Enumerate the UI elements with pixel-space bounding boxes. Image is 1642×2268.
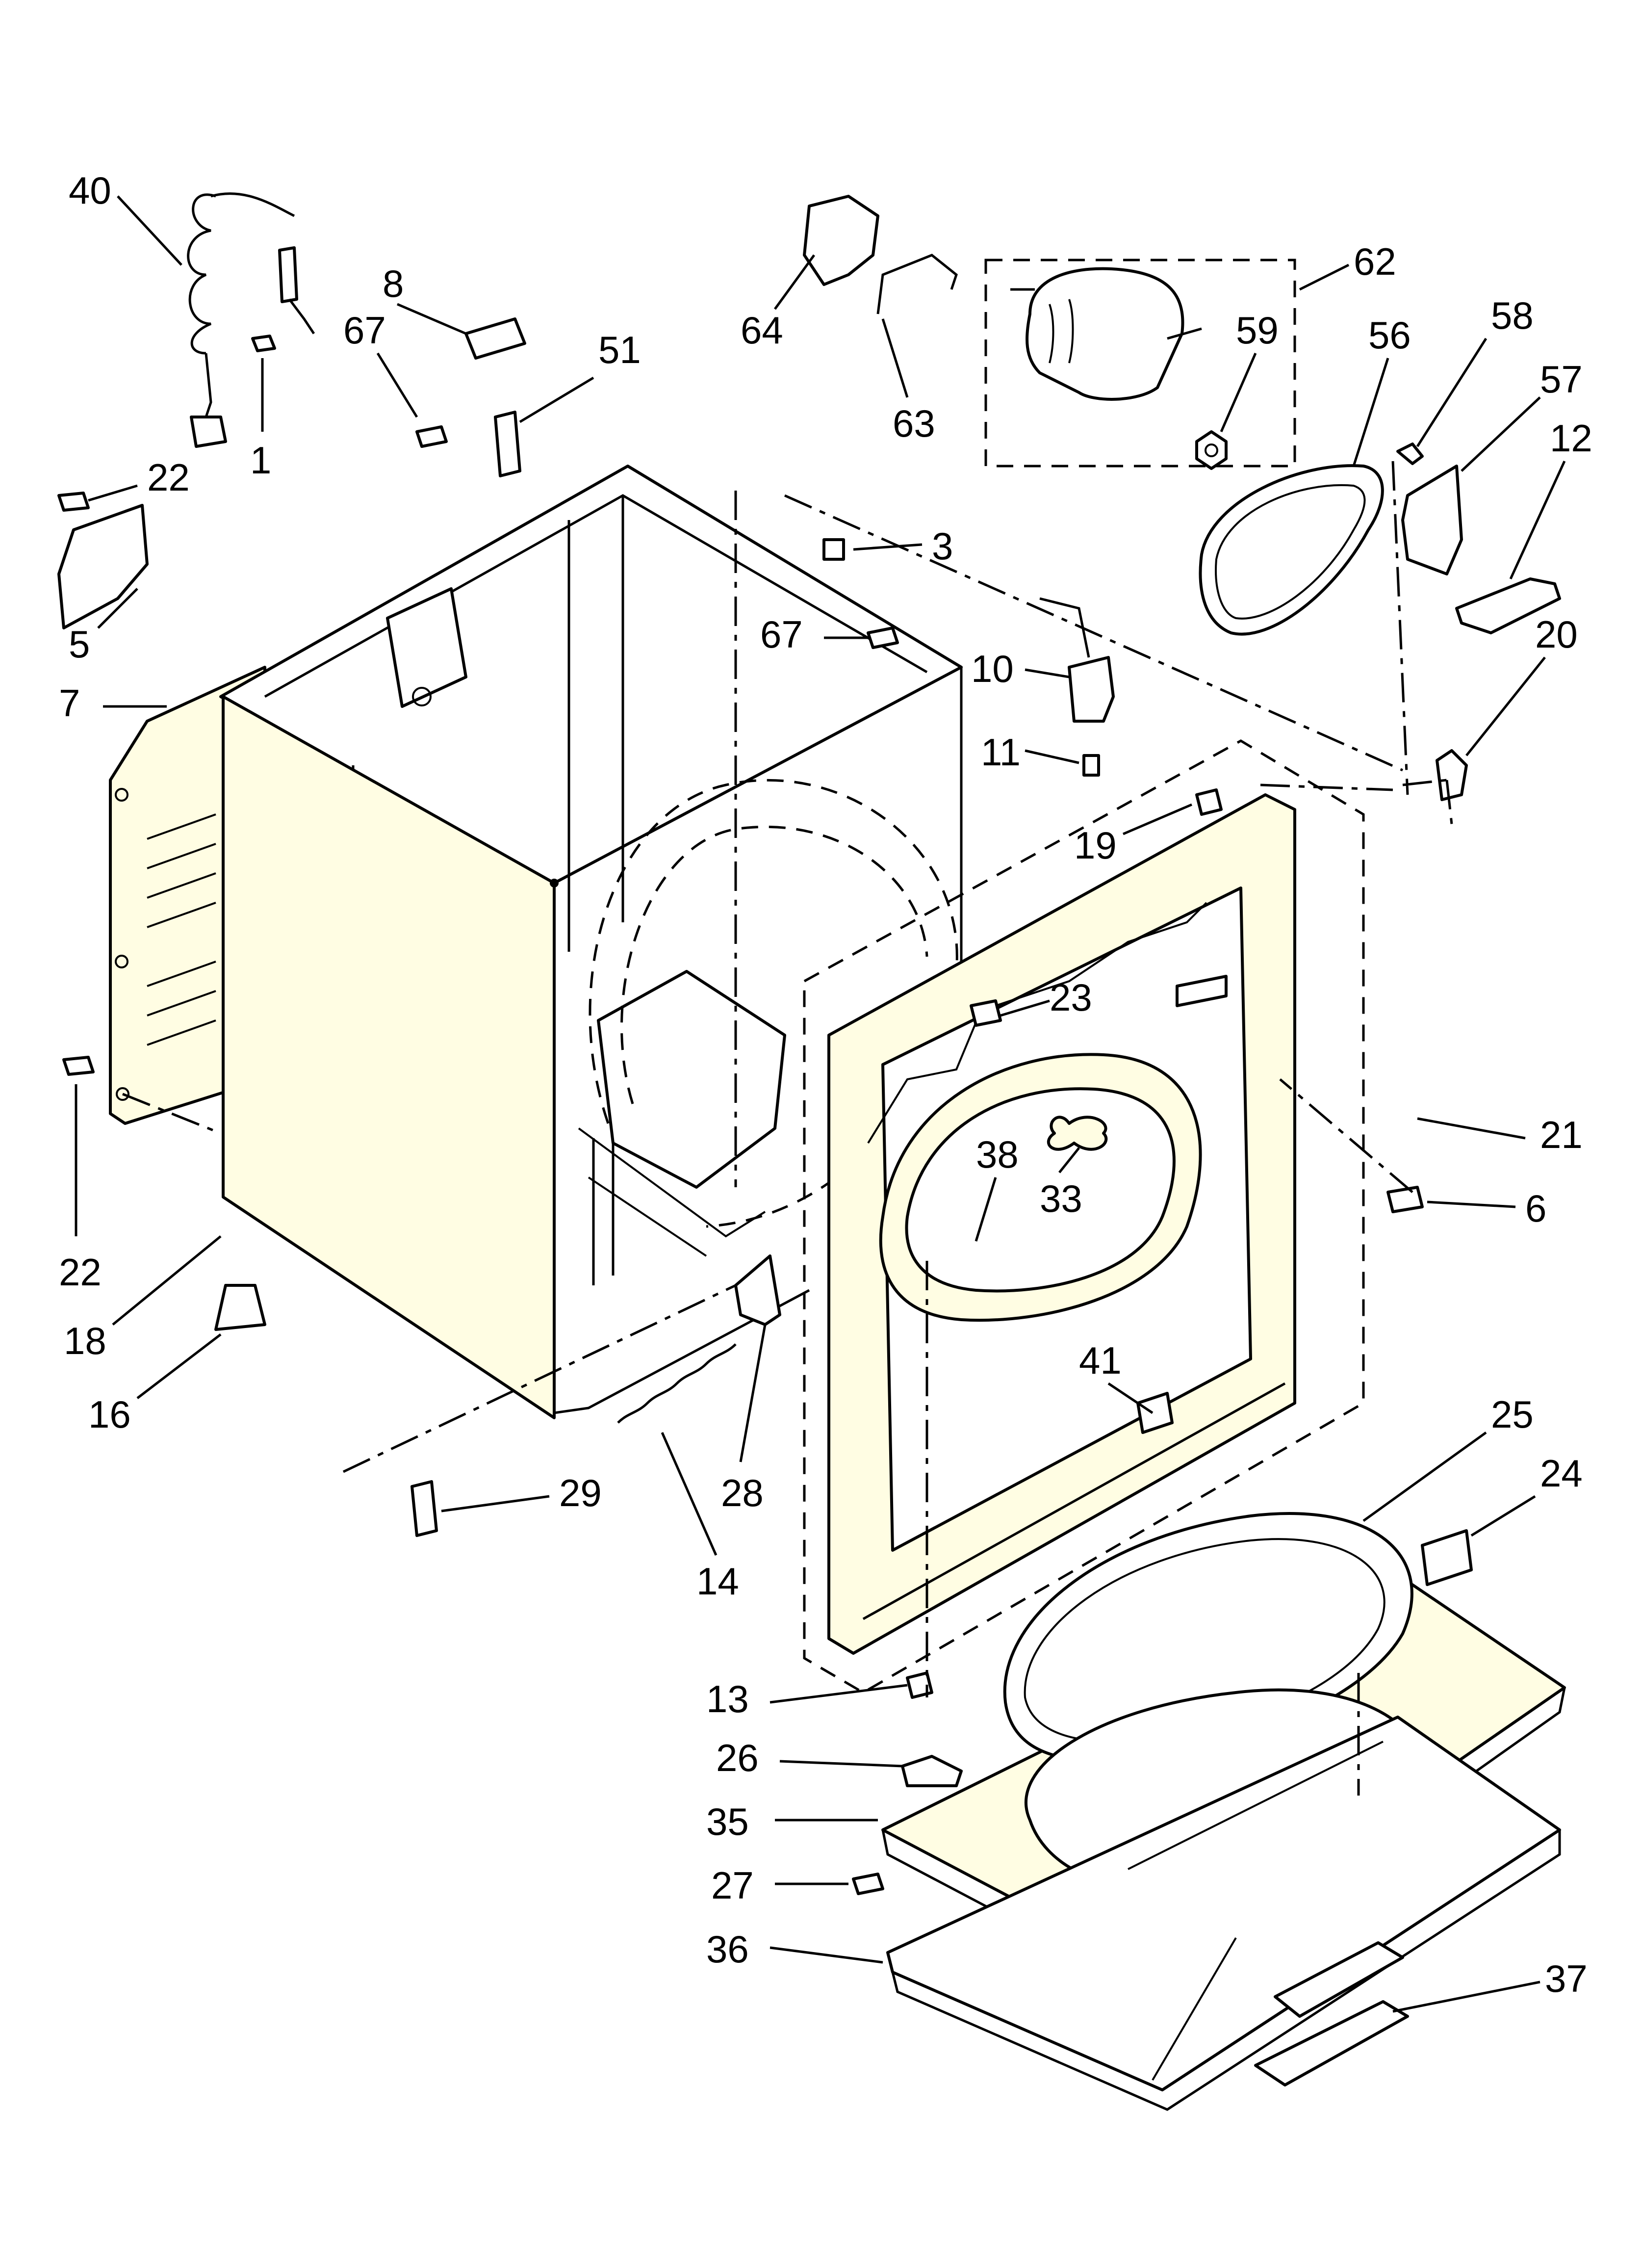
callout-7: 7 (59, 681, 80, 725)
callout-19: 19 (1074, 824, 1117, 867)
screw-22-bottom (62, 1056, 95, 1076)
front-panel-outline (803, 739, 1365, 1694)
idler-pulley-12 (1455, 577, 1561, 634)
bracket-5 (57, 504, 149, 629)
callout-26: 26 (716, 1736, 759, 1779)
callout-10: 10 (971, 647, 1014, 690)
callout-56: 56 (1368, 313, 1411, 357)
screw-11 (1082, 754, 1100, 777)
callout-58: 58 (1491, 294, 1534, 337)
spring-14 (617, 1343, 737, 1424)
foot-20 (1436, 749, 1468, 801)
callout-33: 33 (1040, 1177, 1082, 1220)
callout-22a: 22 (147, 456, 190, 499)
callout-62: 62 (1354, 240, 1396, 283)
callout-14: 14 (696, 1560, 739, 1603)
motor-group-outline (984, 259, 1296, 468)
screw-67-left (415, 425, 448, 448)
screw-1 (251, 335, 276, 352)
door-catch-33 (1047, 1116, 1108, 1151)
callout-29: 29 (559, 1471, 602, 1514)
callout-59: 59 (1236, 309, 1279, 352)
side-panel (222, 695, 556, 1419)
callout-57: 57 (1540, 358, 1583, 401)
callout-5: 5 (69, 623, 90, 666)
screw-22-top (57, 492, 90, 512)
callout-24: 24 (1540, 1452, 1583, 1495)
front-panel-assembly (803, 739, 1365, 1694)
drive-motor-62 (984, 259, 1296, 470)
callout-63: 63 (893, 402, 935, 445)
screw-58 (1396, 443, 1424, 465)
drive-belt-56 (1199, 464, 1384, 636)
callout-23: 23 (1050, 976, 1092, 1019)
callout-28: 28 (721, 1471, 764, 1514)
callout-25: 25 (1491, 1393, 1534, 1436)
callout-51: 51 (598, 328, 641, 371)
callout-67a: 67 (343, 309, 386, 352)
screw-6 (1386, 1186, 1424, 1213)
door-assembly (881, 1512, 1566, 2111)
hinge-28 (734, 1254, 781, 1326)
callout-22b: 22 (59, 1251, 102, 1294)
switch-23 (970, 999, 1002, 1027)
callout-13: 13 (706, 1677, 749, 1721)
clip-63 (876, 254, 958, 314)
motor-nut-59 (1195, 430, 1228, 470)
callout-8: 8 (383, 262, 404, 305)
callout-16: 16 (88, 1393, 131, 1436)
callout-35: 35 (706, 1800, 749, 1843)
screw-27 (852, 1873, 884, 1895)
callout-18: 18 (64, 1319, 106, 1362)
callout-37: 37 (1545, 1957, 1588, 2000)
idler-bracket-57 (1401, 465, 1463, 575)
switch-10 (1068, 656, 1115, 723)
callout-12: 12 (1550, 417, 1592, 460)
cabinet (109, 465, 963, 1419)
screw-67-right (867, 626, 899, 649)
callout-20: 20 (1535, 613, 1578, 656)
callout-41: 41 (1079, 1339, 1122, 1382)
strike-41 (1136, 1392, 1174, 1434)
callout-21: 21 (1540, 1113, 1583, 1156)
hinge-plate-29 (410, 1480, 438, 1537)
callout-6: 6 (1525, 1187, 1546, 1230)
clip-19 (1195, 788, 1223, 816)
bracket-64 (803, 195, 879, 286)
callout-27: 27 (711, 1864, 754, 1907)
callout-11: 11 (981, 730, 1021, 774)
leveling-leg-16 (214, 1284, 266, 1331)
hinge-block-26 (901, 1755, 963, 1787)
motor-body (1026, 267, 1184, 401)
plug-3 (822, 538, 845, 561)
callout-64: 64 (741, 309, 783, 352)
bracket-51 (494, 411, 521, 477)
callout-38: 38 (976, 1133, 1019, 1176)
callout-3: 3 (932, 524, 953, 568)
label-8 (464, 317, 526, 360)
power-cord-40 (187, 192, 315, 448)
callouts: 40 1 8 67 51 22 5 7 22 18 16 64 63 62 59… (59, 169, 1592, 2013)
callout-40: 40 (69, 169, 111, 212)
callout-36: 36 (706, 1928, 749, 1971)
callout-1: 1 (250, 439, 271, 482)
door-handle-37 (1254, 2000, 1409, 2086)
callout-67b: 67 (760, 613, 803, 656)
strike-24 (1421, 1529, 1473, 1586)
